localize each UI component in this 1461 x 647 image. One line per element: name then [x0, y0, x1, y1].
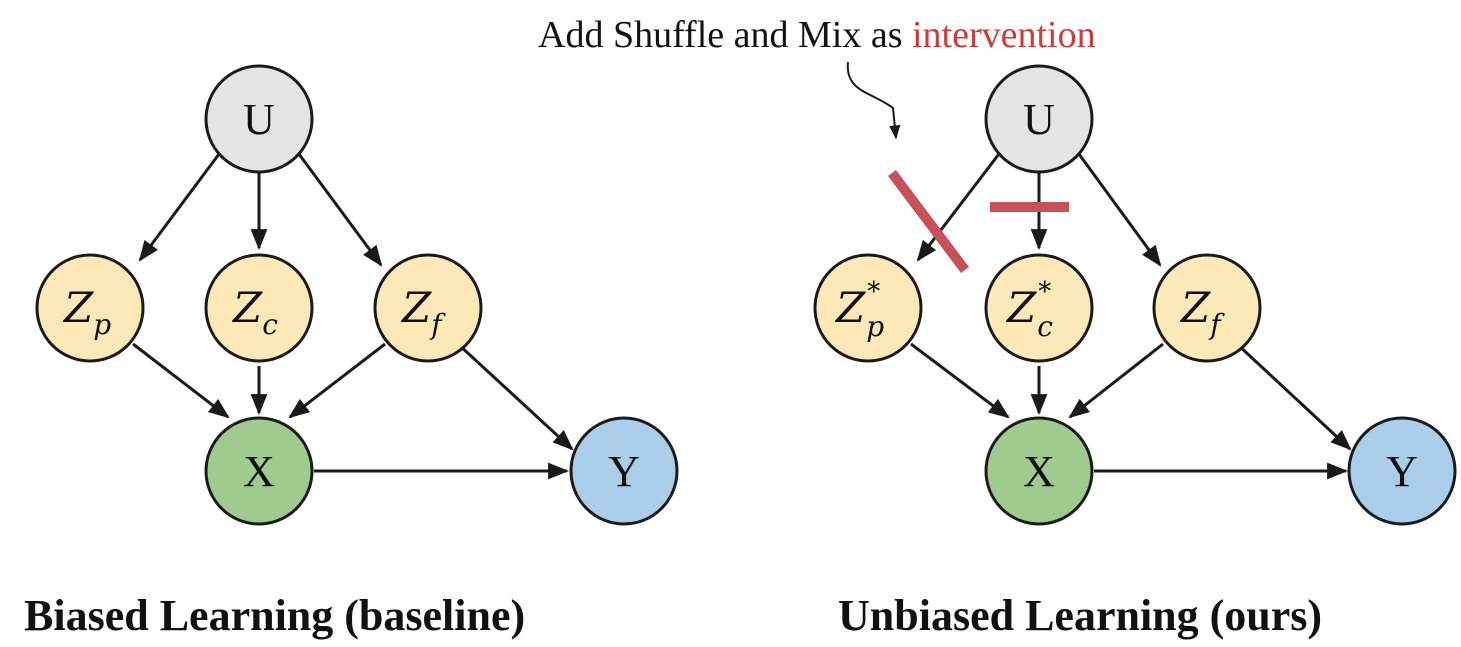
node-u-label: U	[243, 95, 275, 144]
node-u-label: U	[1023, 95, 1055, 144]
node-zp: Zp	[35, 253, 145, 363]
edge-u-zp	[138, 149, 224, 262]
edge-u-zf	[294, 149, 383, 267]
annotation-pointer-arrow	[846, 61, 901, 140]
left-graph: U Zp Zc Zf X Y Biased Learning (baseline…	[24, 64, 679, 640]
node-zf: Zf	[373, 253, 483, 363]
intervention-annotation: Add Shuffle and Mix as intervention	[538, 14, 1096, 56]
node-zp-star: Z*p	[813, 253, 923, 363]
edge-u-zp-star	[916, 149, 1004, 262]
node-u: U	[984, 64, 1094, 174]
intervention-cut-zp	[888, 169, 969, 274]
edge-zf-y	[456, 342, 574, 451]
node-zf: Zf	[1152, 253, 1262, 363]
node-zc-star: Z*c	[984, 253, 1094, 363]
node-zc: Zc	[204, 253, 314, 363]
node-u: U	[204, 64, 314, 174]
left-caption: Biased Learning (baseline)	[24, 591, 525, 640]
node-x: X	[984, 416, 1094, 526]
node-zp-label: Zp	[62, 283, 111, 341]
node-y-label: Y	[608, 447, 640, 496]
edge-zf-y	[1235, 342, 1352, 451]
node-zc-label: Zc	[231, 283, 278, 341]
node-y: Y	[569, 416, 679, 526]
edge-u-zf	[1074, 149, 1162, 267]
node-y: Y	[1347, 416, 1457, 526]
edge-zp-x	[132, 342, 230, 419]
right-graph: Add Shuffle and Mix as intervention U Z*…	[538, 14, 1457, 640]
node-zp-star-label: Z*p	[834, 277, 884, 343]
edge-zf-x	[288, 342, 386, 419]
node-zc-star-label: Z*c	[1005, 277, 1053, 343]
node-x: X	[204, 416, 314, 526]
node-x-label: X	[243, 447, 275, 496]
node-zf-label: Zf	[1179, 283, 1225, 341]
right-caption: Unbiased Learning (ours)	[838, 591, 1322, 640]
node-x-label: X	[1023, 447, 1055, 496]
edge-zf-x	[1068, 342, 1164, 419]
node-y-label: Y	[1386, 447, 1418, 496]
edge-zp-star-x	[910, 342, 1010, 419]
